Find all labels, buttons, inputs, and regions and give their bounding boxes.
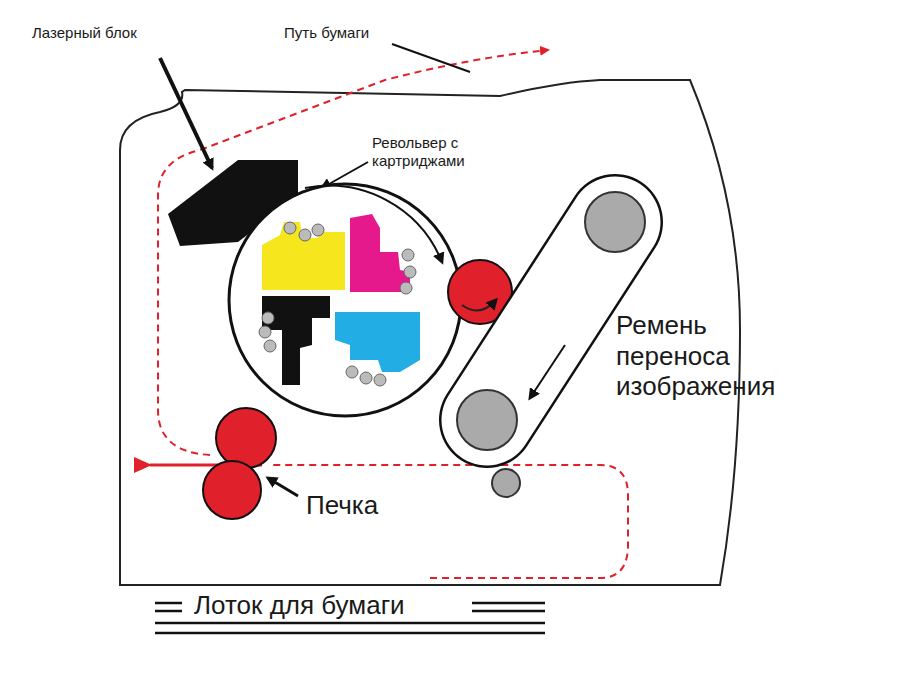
part-label: Лазерный блок bbox=[32, 24, 137, 42]
part-label: Лоток для бумаги bbox=[190, 590, 409, 621]
part-label: Ремень переноса изображения bbox=[616, 310, 796, 402]
part-label: Печка bbox=[306, 490, 378, 521]
revolver bbox=[229, 184, 461, 416]
part-label: Путь бумаги bbox=[284, 24, 369, 42]
part-label: Револьвер с картриджами bbox=[372, 134, 502, 169]
